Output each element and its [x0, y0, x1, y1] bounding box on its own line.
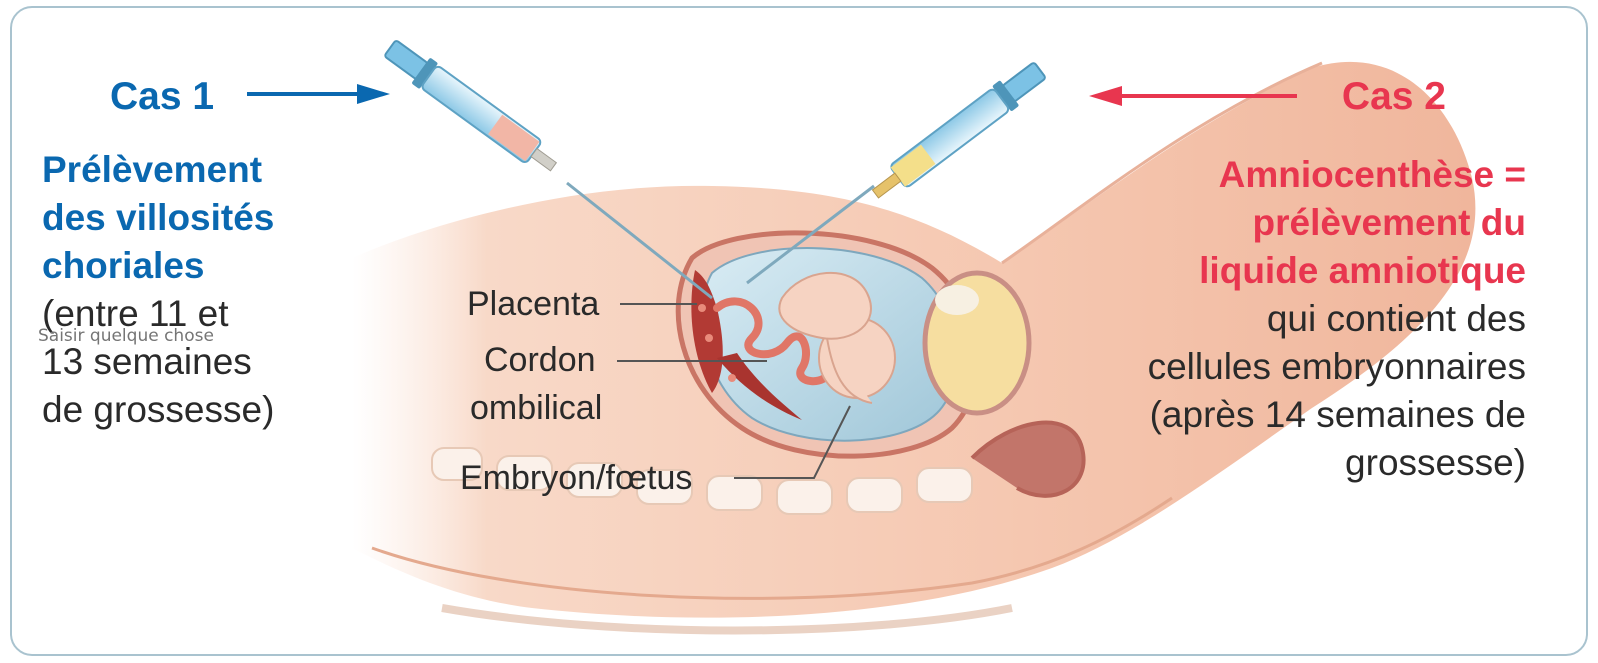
case1-procedure-line-1: Prélèvement: [42, 148, 262, 192]
label-embryon: Embryon/fœtus: [460, 458, 692, 498]
syringe-icon: [381, 35, 563, 180]
bladder: [925, 273, 1029, 413]
case1-timing-line-3: de grossesse): [42, 388, 274, 432]
overlay-text-input[interactable]: [38, 326, 278, 346]
case2-procedure-line-2: prélèvement du: [1253, 201, 1526, 245]
case1-title: Cas 1: [110, 75, 214, 119]
case2-detail-line-2: cellules embryonnaires: [1148, 345, 1526, 389]
diagram-card: Cas 1 Prélèvement des villosités chorial…: [10, 6, 1588, 656]
label-placenta: Placenta: [467, 284, 599, 324]
case1-procedure-line-3: choriales: [42, 244, 204, 288]
case1-timing-line-2: 13 semaines: [42, 340, 252, 384]
label-cordon-line-2: ombilical: [470, 388, 602, 428]
case2-procedure-line-3: liquide amniotique: [1199, 249, 1526, 293]
case2-detail-line-3: (après 14 semaines de: [1150, 393, 1526, 437]
case1-procedure-line-2: des villosités: [42, 196, 274, 240]
case2-detail-line-4: grossesse): [1345, 441, 1526, 485]
case2-detail-line-1: qui contient des: [1267, 297, 1526, 341]
arrow-right-icon: [247, 84, 390, 104]
case2-title: Cas 2: [1342, 75, 1446, 119]
label-cordon-line-1: Cordon: [484, 340, 596, 380]
syringe-icon: [866, 57, 1050, 207]
case2-procedure-line-1: Amniocenthèse =: [1219, 153, 1526, 197]
